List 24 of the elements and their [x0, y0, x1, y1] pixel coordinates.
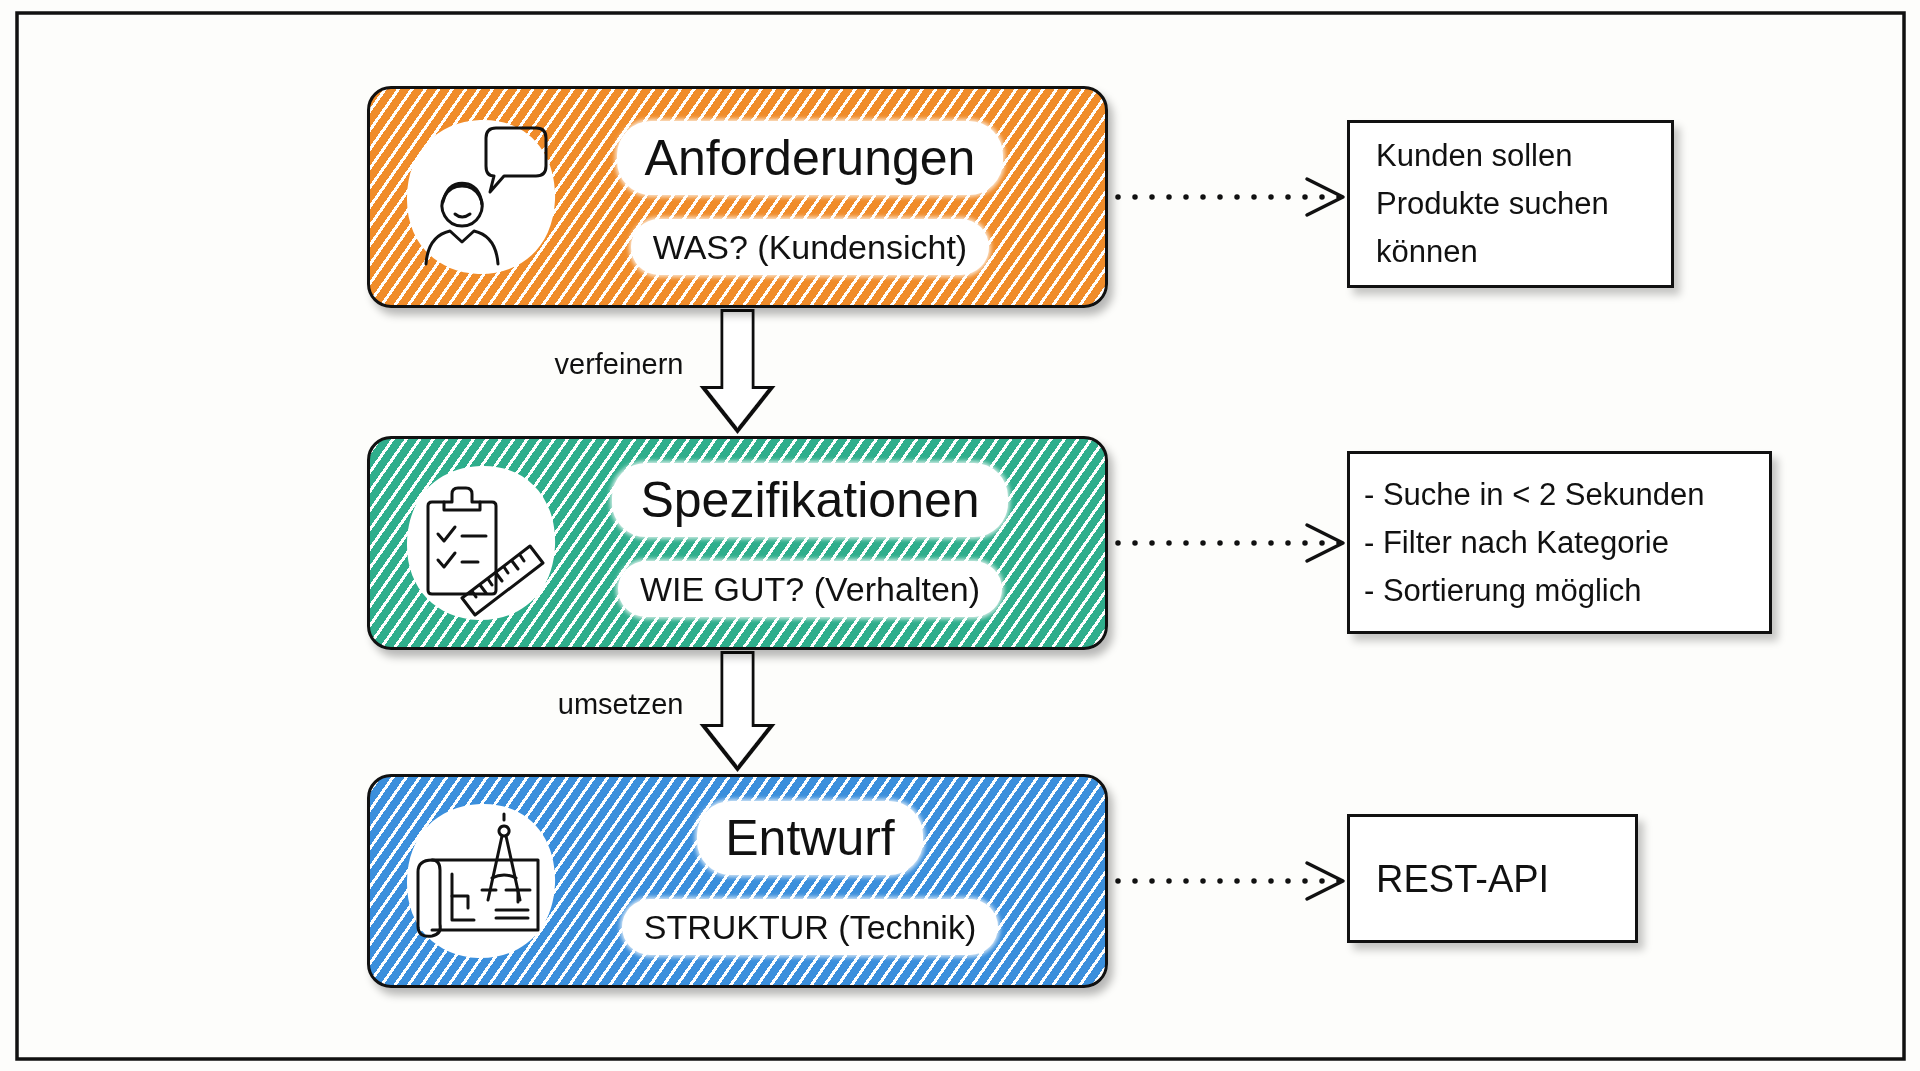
card-title: Spezifikationen	[612, 463, 1008, 537]
dotted-arrow	[1115, 861, 1346, 901]
note-text: - Filter nach Kategorie	[1364, 523, 1670, 562]
card-title: Entwurf	[697, 801, 923, 875]
note-box	[1347, 120, 1674, 288]
note-text: - Sortierung möglich	[1364, 571, 1643, 610]
note-text: Kunden sollen Produkte suchen können	[1376, 137, 1610, 271]
stage-card	[367, 774, 1108, 988]
block-arrow	[699, 651, 776, 772]
edge-label: verfeinern	[554, 347, 684, 382]
stage-card	[367, 436, 1108, 650]
edge-label: umsetzen	[557, 687, 684, 722]
card-subtitle: WAS? (Kundensicht)	[630, 219, 990, 275]
card-subtitle: STRUKTUR (Technik)	[621, 899, 999, 955]
note-box	[1347, 451, 1772, 634]
card-title: Anforderungen	[616, 121, 1004, 195]
card-subtitle: WIE GUT? (Verhalten)	[617, 561, 1003, 617]
stage-card	[367, 86, 1108, 308]
note-text: - Suche in < 2 Sekunden	[1364, 475, 1706, 514]
dotted-arrow	[1115, 523, 1346, 563]
block-arrow	[699, 309, 776, 434]
dotted-arrow	[1115, 177, 1346, 217]
note-box	[1347, 814, 1638, 943]
note-text: REST-API	[1376, 856, 1551, 902]
